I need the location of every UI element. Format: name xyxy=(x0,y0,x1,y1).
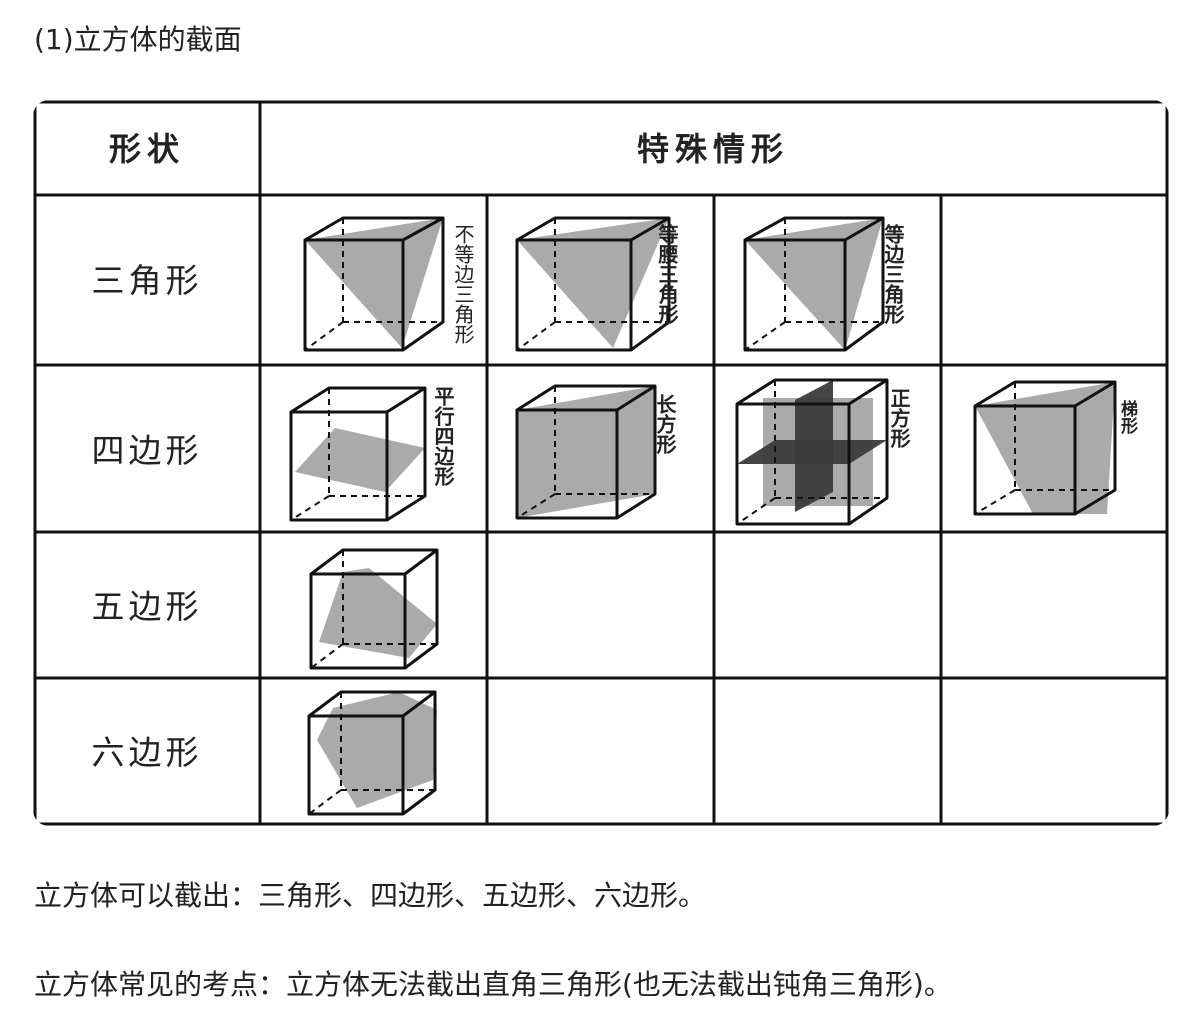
header-shape: 形状 xyxy=(109,130,185,168)
paragraph-sections: 立方体可以截出：三角形、四边形、五边形、六边形。 xyxy=(34,879,707,912)
label-scalene-triangle: 不等边三角形 xyxy=(451,224,475,344)
section-heading: (1)立方体的截面 xyxy=(34,23,242,56)
table-grid xyxy=(33,100,1169,826)
cube-scalene-triangle xyxy=(303,216,445,352)
cube-rectangle xyxy=(515,384,657,520)
label-isosceles-triangle: 等腰三角形 xyxy=(655,223,679,325)
label-trapezoid: 梯形 xyxy=(1117,399,1138,435)
row-label-pentagon: 五边形 xyxy=(92,587,203,626)
table-border xyxy=(33,100,1169,826)
label-equilateral-triangle: 等边三角形 xyxy=(881,223,905,325)
cube-hexagon xyxy=(307,690,437,816)
header-special-cases: 特殊情形 xyxy=(637,130,789,168)
row-label-triangle: 三角形 xyxy=(92,261,203,300)
cube-pentagon xyxy=(309,548,439,670)
table-svg: 形状 特殊情形 三角形 四边形 五边形 六边形 不等边三角形 xyxy=(33,100,1169,826)
cube-parallelogram xyxy=(289,386,427,522)
label-parallelogram: 平行四边形 xyxy=(431,386,455,487)
cube-isosceles-triangle xyxy=(515,216,671,352)
cube-square xyxy=(735,378,889,526)
cube-equilateral-triangle xyxy=(743,216,885,352)
label-rectangle: 长方形 xyxy=(653,394,677,455)
cube-cross-section-table: 形状 特殊情形 三角形 四边形 五边形 六边形 不等边三角形 xyxy=(33,100,1169,826)
paragraph-key-point: 立方体常见的考点：立方体无法截出直角三角形(也无法截出钝角三角形)。 xyxy=(34,968,952,1001)
row-label-hexagon: 六边形 xyxy=(92,733,203,772)
cube-trapezoid xyxy=(973,380,1117,516)
label-square: 正方形 xyxy=(887,388,911,449)
row-label-quadrilateral: 四边形 xyxy=(92,431,203,470)
